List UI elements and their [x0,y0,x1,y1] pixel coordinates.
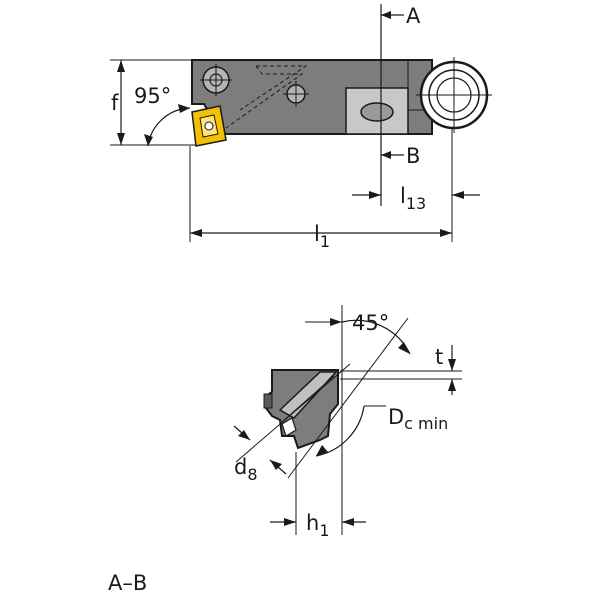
l13-label: l13 [400,184,426,213]
angle-arc-95 [147,107,191,147]
section-side-tab [263,393,273,409]
section-view: 45° t Dc min d8 h1 [233,305,462,540]
section-b-label: B [406,144,420,168]
cutting-insert [191,105,227,147]
h1-label: h1 [306,511,330,540]
coolant-hole [360,102,394,122]
f-label: f [111,91,119,115]
hidden-line-2 [225,65,304,129]
top-view: A B f 95° l13 l1 [110,4,492,251]
round-shank-end [416,57,492,133]
l1-label: l1 [314,222,330,251]
dc-min-arc [315,405,365,457]
section-a-label: A [406,4,421,28]
dc-min-label: Dc min [388,405,448,433]
section-notch [281,417,297,437]
angle-95-label: 95° [134,84,171,108]
hidden-line-1 [239,65,308,111]
center-screw [283,81,309,107]
section-caption: A–B [108,571,147,595]
section-seat-line [281,375,335,423]
t-label: t [435,345,443,369]
angle-45-line [287,317,409,479]
clamp-screw [200,64,232,96]
angle-45-line-2 [235,363,351,463]
d8-label: d8 [234,455,258,484]
angle-45-label: 45° [352,311,389,335]
